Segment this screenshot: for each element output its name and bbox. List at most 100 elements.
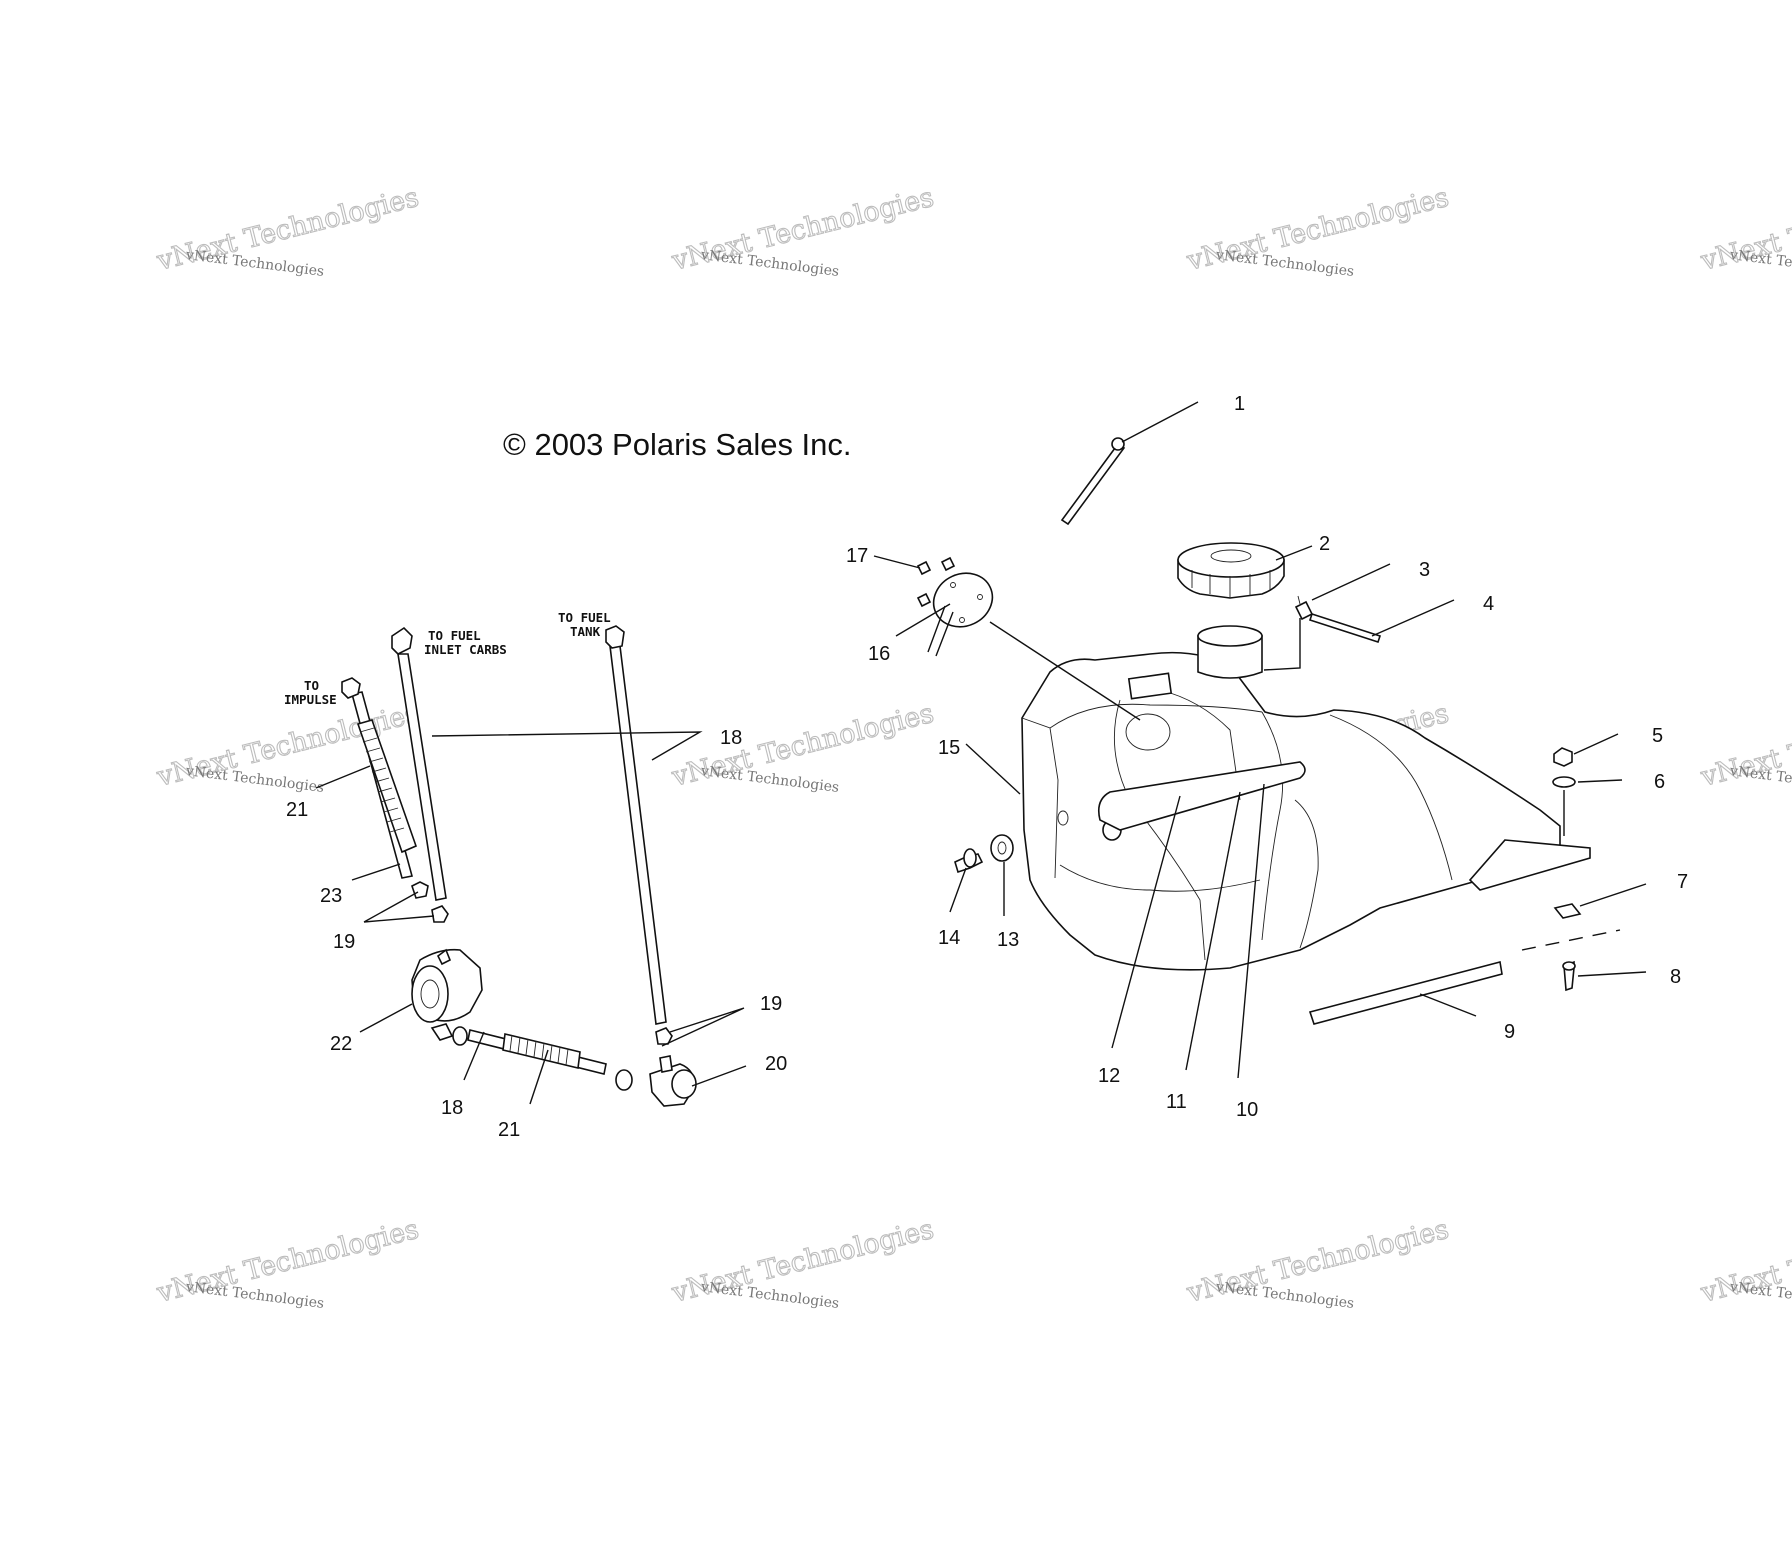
tank-recess [1294,799,1319,949]
vent-hole [1057,810,1069,826]
copyright-notice: © 2003 Polaris Sales Inc. [503,427,852,462]
callout-22: 22 [330,1033,352,1055]
callout-6: 6 [1654,771,1665,793]
leader-line-12 [1111,795,1181,1049]
tank-grommet-hole [997,841,1007,855]
hose-to-tank [609,645,667,1025]
fuel-line-assembly [341,625,697,1107]
vent-fitting [1294,600,1314,621]
vent-fitting-stem [1297,595,1301,605]
callout-17: 17 [846,545,868,567]
note-impulse-line2: IMPULSE [284,692,337,707]
callout-10: 10 [1236,1099,1258,1121]
pickup-arm [1097,761,1306,831]
callout-4: 4 [1483,593,1494,615]
callout-7: 7 [1677,871,1688,893]
sender-screw-hole [977,594,983,600]
leader-line-14 [949,867,967,913]
leader-line-21b [529,1049,549,1105]
callout-21-lower: 21 [498,1119,520,1141]
tank-edge-contour [1021,717,1059,879]
tank-fitting-nut [963,848,977,868]
leader-line-7 [1579,883,1647,907]
gas-cap-top [1177,542,1285,578]
callout-5: 5 [1652,725,1663,747]
spring-guard-lower [502,1033,581,1069]
callout-18-lower: 18 [441,1097,463,1119]
leader-line-4 [1371,599,1455,637]
leader-line-8 [1577,971,1647,977]
filler-neck [1197,635,1263,679]
cap-tether-loop [1111,437,1125,451]
rubber-pad [1553,903,1582,919]
callout-numbers: 1 2 3 4 5 6 7 8 9 10 11 12 13 14 15 16 1… [286,393,1688,1141]
leader-line-23 [351,863,401,881]
leader-line-19a [363,891,435,923]
leader-line-18a [431,731,703,761]
spring-coils [509,1034,569,1066]
sender-screw-hole [950,582,956,588]
hose-clamp [431,905,449,923]
filler-neck-rim [1197,625,1263,647]
watermark: vNext Technologies vNext Technologies [1697,697,1792,796]
leader-line-2 [1275,545,1313,561]
leader-line-1 [1121,401,1199,443]
note-impulse-line1: TO [304,678,319,693]
callout-14: 14 [938,927,960,949]
valve-stem [659,1055,673,1073]
tank-grommet [990,834,1014,862]
mounting-flange [1468,839,1591,891]
leader-line-6 [1577,779,1623,783]
callout-11: 11 [1166,1091,1187,1113]
leader-line-20 [691,1065,747,1087]
callout-12: 12 [1098,1065,1120,1087]
callout-21-upper: 21 [286,799,308,821]
watermark: vNext Technologies vNext Technologies [1697,181,1792,280]
watermark: vNext Technologies vNext Technologies [1183,1213,1453,1312]
fuel-sender-plate [932,572,994,628]
fuel-pump-cap [420,979,440,1009]
callout-3: 3 [1419,559,1430,581]
callout-1: 1 [1234,393,1245,415]
watermark: vNext Technologies vNext Technologies [153,1213,423,1312]
spring-guard [356,719,418,854]
leader-line-16 [895,603,951,637]
sender-leader [989,621,1141,721]
callout-2: 2 [1319,533,1330,555]
callout-18-upper: 18 [720,727,742,749]
callout-19-left: 19 [333,931,355,953]
hose-clamp [452,1026,468,1046]
cap-tether [1060,442,1126,526]
hose-to-carbs [397,653,447,901]
leader-lines [315,401,1647,1105]
fuel-valve-knob [671,1069,697,1099]
leader-line-15 [965,743,1021,795]
screw [916,592,932,608]
gas-cap-grip [1191,570,1271,598]
callout-9: 9 [1504,1021,1515,1043]
hose-clamp [615,1069,633,1091]
hose-clamp [341,677,361,699]
note-fuel-tank-line1: TO FUEL [558,610,611,625]
callout-13: 13 [997,929,1019,951]
watermark: vNext Technologies vNext Technologies [668,697,938,796]
watermark: vNext Technologies vNext Technologies [668,1213,938,1312]
screw [916,560,932,576]
hose-clamp [411,881,429,899]
callout-23: 23 [320,885,342,907]
tank-lower-contour [1059,864,1261,892]
fuel-tank-assembly [916,437,1621,1025]
note-fuel-inlet-line2: INLET CARBS [424,642,507,657]
nut [1553,747,1573,767]
vent-hose [1308,612,1382,644]
sender-screw-hole [959,617,965,623]
sender-wires [927,605,954,657]
callout-15: 15 [938,737,960,759]
leader-line-19b [661,1007,745,1047]
leader-line-9 [1419,993,1477,1017]
spring-coils [359,727,405,833]
bolt-head [1562,961,1576,971]
leader-line-11 [1185,791,1241,1071]
leader-line-10 [1237,783,1265,1079]
